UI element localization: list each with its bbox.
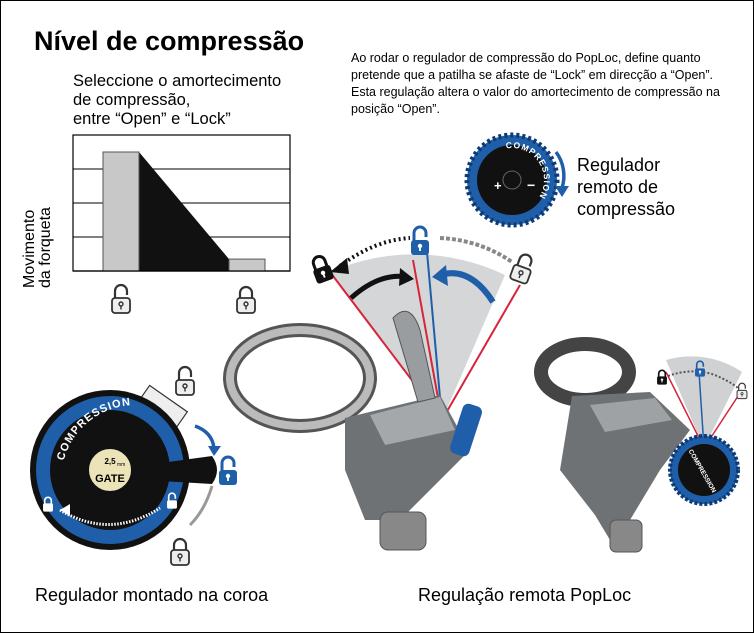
caption-remote-regulator: Regulação remota PopLoc: [418, 585, 632, 605]
crown-gate-cap: [87, 447, 133, 493]
lever-lock-arrow-head: [330, 258, 349, 274]
remote-dial-arrow-head: [555, 186, 569, 197]
remote-dial-rotation-arrow: [554, 150, 566, 189]
chart-bar-open: [102, 151, 140, 272]
mini-center-line: [698, 371, 705, 449]
chart-lock-icon: [235, 285, 257, 315]
crown-open-arrow: [188, 485, 214, 527]
crown-range-scale: [59, 506, 161, 526]
lever-lock-arrow-tip: [399, 268, 414, 286]
lever-compression-knob[interactable]: [448, 402, 483, 458]
mini-dial-teeth: [668, 434, 740, 506]
chart-bar-lock: [228, 258, 266, 272]
remote-dial-minus: −: [527, 177, 535, 193]
chart-instruction-line-2: de compressão,: [73, 91, 191, 109]
crown-hex-unit: mm: [117, 462, 125, 468]
crown-range-arrow: [60, 504, 70, 516]
mini-lever-body: [560, 392, 690, 540]
remote-compression-dial[interactable]: COMPRESSION + −: [464, 132, 560, 228]
lever-open-arrow-tip: [432, 265, 448, 286]
remote-label-line-1: Regulador: [577, 155, 661, 175]
lever-body-top: [370, 397, 455, 445]
chart-instruction-line-3: entre “Open” e “Lock”: [73, 110, 231, 128]
chart-unlock-icon: [110, 283, 132, 315]
chart-instruction-line-1: Seleccione o amortecimento: [73, 72, 282, 90]
mini-lock-limit-line: [665, 371, 705, 449]
crown-top-unlock-icon: [174, 365, 196, 397]
lever-open-dotted-arc: [439, 236, 514, 264]
lever-lock-icon: [307, 252, 337, 286]
bar-clamp-ring-highlight: [226, 326, 374, 430]
remote-dial-plus: +: [494, 178, 502, 193]
lever-lock-dotted-arc: [338, 236, 411, 268]
mini-lever-top: [590, 398, 672, 432]
intro-text: Ao rodar o regulador de compressão do Po…: [351, 51, 720, 116]
crown-dial-pointer[interactable]: [110, 456, 217, 484]
remote-dial-center: [502, 170, 522, 190]
page-title: Nível de compressão: [34, 26, 305, 56]
mini-dotted-arc: [667, 370, 739, 389]
lever-set-limit-line: [412, 259, 443, 421]
crown-bottom-lock-icon: [169, 537, 191, 567]
mini-lock-icon: [656, 369, 668, 386]
mini-dial-face[interactable]: [678, 444, 730, 496]
chart-instruction: Seleccione o amortecimento de compressão…: [73, 72, 333, 129]
remote-regulator-label: Regulador remoto de compressão: [577, 154, 675, 220]
remote-label-line-2: remoto de: [577, 177, 659, 197]
crown-set-unlock-icon: [217, 455, 239, 487]
crown-lock-arrow: [194, 424, 216, 449]
lever-paddle: [392, 310, 436, 403]
cable-port: [379, 511, 427, 551]
remote-dial-teeth: [464, 132, 560, 228]
mini-bar-clamp: [534, 337, 636, 407]
crown-regulator-diagram: COMPRESSION 2,5 mm GATE: [30, 365, 239, 567]
remote-lever-diagram: [223, 225, 538, 551]
mini-open-icon: [736, 382, 748, 400]
compression-chart: [72, 134, 291, 315]
mounted-remote-diagram: COMPRESSION: [534, 337, 748, 553]
lever-center-line: [426, 251, 443, 421]
lever-open-icon: [508, 250, 538, 286]
lever-set-unlock-icon: [409, 225, 431, 257]
remote-label-line-3: compressão: [577, 199, 676, 219]
caption-crown-regulator: Regulador montado na coroa: [35, 585, 269, 605]
crown-hex-size: 2,5: [104, 457, 116, 466]
crown-lock-arrow-head: [208, 446, 221, 456]
crown-gate-text: GATE: [95, 473, 125, 485]
chart-damping-triangle: [139, 152, 229, 271]
mini-cable-port: [609, 519, 643, 553]
lever-open-limit-line: [441, 284, 521, 421]
